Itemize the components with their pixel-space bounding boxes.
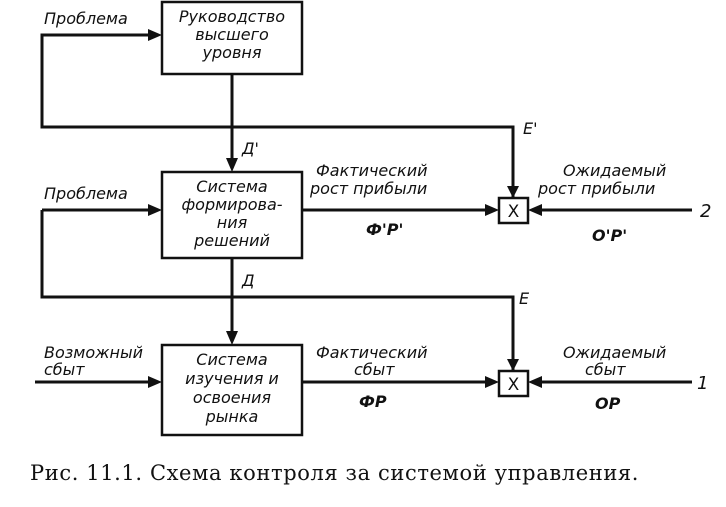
arrowhead bbox=[507, 359, 519, 371]
expected-profit-label-line: рост прибыли bbox=[537, 179, 655, 198]
line-number-upper: 2 bbox=[700, 201, 711, 222]
expected-sales-label-line: сбыт bbox=[585, 360, 626, 379]
arrowhead bbox=[507, 186, 519, 198]
market-system-block bbox=[160, 343, 304, 437]
comparator-lower bbox=[497, 369, 530, 398]
comparator-upper-symbol: X bbox=[508, 202, 520, 222]
expected-profit-symbol: О'Р' bbox=[592, 226, 627, 245]
top-management-label-line: высшего bbox=[195, 25, 269, 44]
comparator-lower-symbol: X bbox=[508, 375, 520, 395]
control-scheme-diagram: Руководство высшего уровня Система форми… bbox=[35, 0, 711, 437]
decision-system-label-line: ния bbox=[217, 213, 248, 232]
error-prime-label: Е' bbox=[523, 119, 538, 138]
decision-system-label-line: решений bbox=[193, 231, 270, 250]
decision-system-label-line: формирова- bbox=[181, 195, 282, 214]
top-management-label-line: уровня bbox=[202, 43, 262, 62]
actual-sales-label-line: Фактический bbox=[316, 343, 428, 362]
expected-profit-label-line: Ожидаемый bbox=[563, 161, 666, 180]
market-system-label-line: изучения и bbox=[185, 369, 279, 388]
decision-prime-label: Д' bbox=[241, 139, 259, 158]
error-label: Е bbox=[519, 289, 530, 308]
feedback-line-top bbox=[40, 33, 515, 198]
top-management-block bbox=[160, 0, 304, 76]
arrowhead bbox=[148, 376, 162, 388]
top-management-label-line: Руководство bbox=[179, 7, 285, 26]
arrowhead bbox=[485, 376, 499, 388]
problem-top-label: Проблема bbox=[44, 9, 128, 28]
arrowhead bbox=[528, 376, 542, 388]
actual-profit-label-line: рост прибыли bbox=[309, 179, 427, 198]
possible-sales-label-line: сбыт bbox=[44, 360, 85, 379]
line-number-lower: 1 bbox=[697, 373, 708, 394]
arrowhead bbox=[148, 29, 162, 41]
market-system-label-line: Система bbox=[196, 350, 267, 369]
actual-sales-label-line: сбыт bbox=[354, 360, 395, 379]
decision-system-block bbox=[160, 170, 304, 260]
actual-profit-label-line: Фактический bbox=[316, 161, 428, 180]
actual-profit-symbol: Ф'Р' bbox=[366, 220, 403, 239]
problem-middle-label: Проблема bbox=[44, 184, 128, 203]
market-system-label-line: освоения bbox=[193, 388, 272, 407]
arrowhead bbox=[485, 204, 499, 216]
arrowhead bbox=[528, 204, 542, 216]
arrowhead bbox=[148, 204, 162, 216]
actual-sales-symbol: ФР bbox=[359, 392, 387, 411]
possible-sales-label-line: Возможный bbox=[44, 343, 143, 362]
comparator-upper bbox=[497, 196, 530, 225]
market-system-label-line: рынка bbox=[205, 407, 259, 426]
figure-caption: Рис. 11.1. Схема контроля за системой уп… bbox=[30, 461, 640, 485]
expected-sales-label-line: Ожидаемый bbox=[563, 343, 666, 362]
decision-label: Д bbox=[241, 271, 255, 290]
feedback-line-bottom bbox=[40, 210, 515, 371]
expected-sales-symbol: ОР bbox=[595, 394, 621, 413]
arrowhead bbox=[226, 158, 238, 172]
arrowhead bbox=[226, 331, 238, 345]
decision-system-label-line: Система bbox=[196, 177, 267, 196]
